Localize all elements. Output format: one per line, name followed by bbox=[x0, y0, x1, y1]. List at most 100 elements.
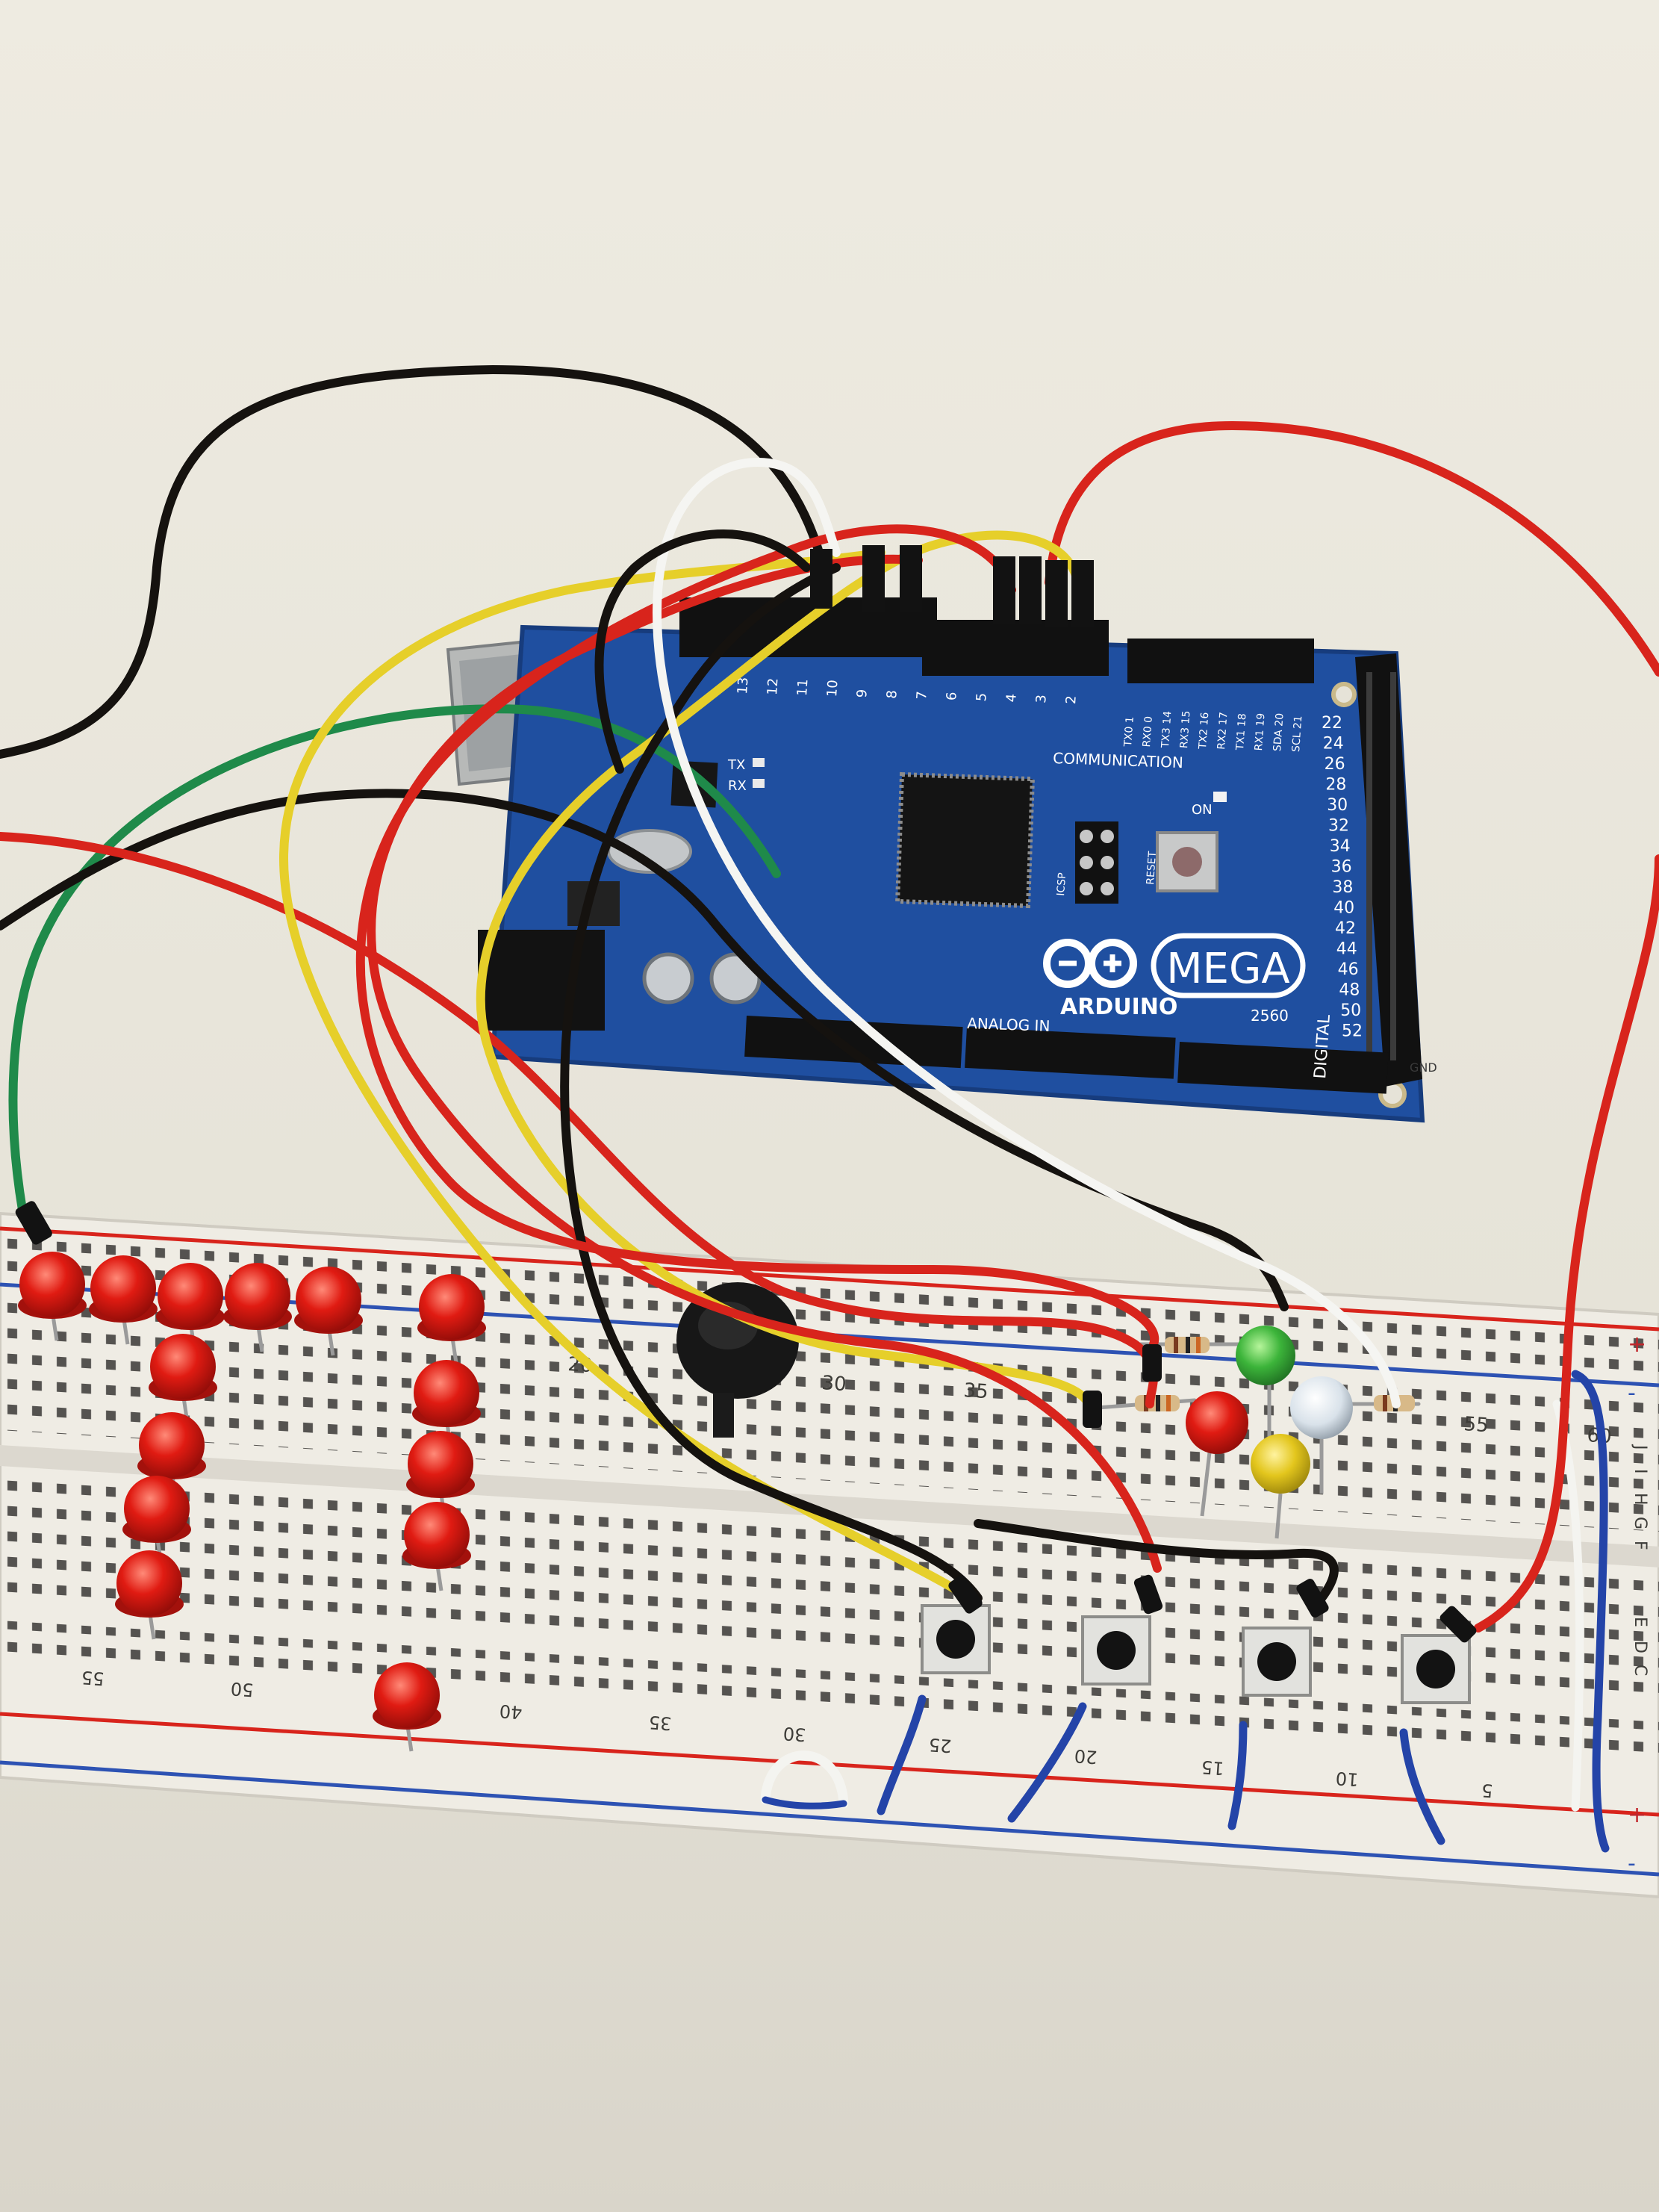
power-header bbox=[744, 1015, 963, 1069]
push-button-1[interactable] bbox=[921, 1604, 991, 1674]
push-button-3[interactable] bbox=[1242, 1627, 1312, 1697]
bottom-plus-label: + bbox=[1628, 1802, 1646, 1828]
on-label: ON bbox=[1192, 802, 1213, 818]
arduino-brand-label: ARDUINO bbox=[1060, 994, 1177, 1020]
wire-green bbox=[8, 704, 781, 1214]
upper-terminal-holes bbox=[0, 1299, 1659, 1532]
breadboard-column-number: 50 bbox=[230, 1678, 254, 1700]
digital-pin-label: 52 bbox=[1342, 1022, 1363, 1041]
push-button-2[interactable] bbox=[1081, 1615, 1151, 1686]
digital-pin-label: 36 bbox=[1331, 858, 1352, 877]
red-led bbox=[149, 1334, 217, 1423]
breadboard-row-letter: E bbox=[1631, 1617, 1649, 1627]
breadboard-row-letter: F bbox=[1631, 1541, 1649, 1550]
breadboard-row-letter: G bbox=[1631, 1517, 1649, 1529]
red-led bbox=[18, 1252, 87, 1341]
breadboard-row-letter: H bbox=[1631, 1493, 1649, 1506]
power-led bbox=[1213, 792, 1227, 802]
digital-pin-label: 40 bbox=[1333, 899, 1354, 918]
analog-in-label: ANALOG IN bbox=[967, 1014, 1051, 1035]
push-button-4[interactable] bbox=[1401, 1634, 1471, 1704]
digital-header-low bbox=[922, 620, 1109, 676]
microcontroller-chip bbox=[894, 771, 1036, 909]
pwm-pin-label: 3 bbox=[1033, 694, 1050, 703]
mounting-hole bbox=[1331, 682, 1357, 707]
breadboard-column-number: 55 bbox=[1463, 1413, 1490, 1437]
led-yellow bbox=[1251, 1434, 1310, 1494]
wire-yellow-left bbox=[278, 548, 975, 1603]
reset-button-cap[interactable] bbox=[1172, 847, 1202, 877]
led-white bbox=[1290, 1376, 1353, 1439]
breadboard-column-number: 20 bbox=[1074, 1745, 1098, 1768]
communication-pin-label: RX1 19 bbox=[1253, 712, 1267, 751]
mega-logo-frame bbox=[1151, 933, 1306, 998]
communication-header bbox=[1127, 639, 1314, 683]
digital-pin-label: 44 bbox=[1336, 940, 1357, 959]
top-minus-label: - bbox=[1628, 1380, 1636, 1406]
digital-pin-label: 32 bbox=[1328, 817, 1349, 836]
red-led bbox=[417, 1274, 486, 1364]
red-led bbox=[122, 1476, 191, 1565]
communication-pin-label: TX0 1 bbox=[1122, 716, 1136, 748]
arduino-logo-icon bbox=[1043, 939, 1137, 988]
red-led bbox=[89, 1255, 158, 1345]
digital-pin-label: 34 bbox=[1330, 837, 1351, 856]
breadboard-wire-ends bbox=[15, 1201, 1477, 1643]
pwm-pin-label: 6 bbox=[944, 692, 960, 701]
digital-pin-label: 42 bbox=[1335, 919, 1356, 938]
analog-header-2 bbox=[1177, 1042, 1389, 1094]
digital-pin-label: 28 bbox=[1325, 776, 1346, 795]
red-led-array bbox=[18, 1252, 486, 1752]
pwm-pin-label: 9 bbox=[854, 689, 871, 698]
red-led bbox=[402, 1502, 471, 1591]
pwm-pin-label: 11 bbox=[794, 678, 812, 696]
communication-pin-label: RX0 0 bbox=[1141, 715, 1155, 748]
analog-header-1 bbox=[965, 1027, 1176, 1079]
digital-pin-label: 22 bbox=[1322, 714, 1342, 733]
red-led bbox=[406, 1431, 475, 1520]
breadboard-row-letter: I bbox=[1631, 1469, 1649, 1474]
breadboard-column-number: 10 bbox=[1335, 1768, 1359, 1790]
digital-pin-label: 26 bbox=[1325, 755, 1345, 774]
communication-pin-label: RX3 15 bbox=[1178, 710, 1192, 748]
wire-red-right bbox=[1474, 854, 1659, 1632]
digital-pin-label: 30 bbox=[1327, 796, 1348, 815]
pwm-pin-label: 12 bbox=[765, 677, 782, 695]
dc-power-jack bbox=[478, 930, 605, 1031]
communication-pin-label: SCL 21 bbox=[1290, 715, 1304, 753]
wire-white bbox=[652, 458, 1401, 1408]
breadboard-column-number: 40 bbox=[499, 1700, 523, 1723]
long-wires bbox=[0, 364, 1659, 1632]
breadboard-column-number: 35 bbox=[648, 1712, 672, 1734]
wire-black-short bbox=[594, 529, 811, 774]
wire-yellow-right bbox=[476, 530, 1095, 1412]
wire-red-left bbox=[0, 832, 1158, 1408]
model-number-label: 2560 bbox=[1251, 1007, 1289, 1025]
status-leds bbox=[1186, 1326, 1353, 1539]
jumper-connector-ends bbox=[810, 545, 1094, 627]
pwm-pin-label: 10 bbox=[824, 680, 841, 698]
gnd-label: GND bbox=[1410, 1060, 1437, 1075]
red-led bbox=[373, 1662, 441, 1752]
red-led bbox=[294, 1267, 363, 1356]
communication-pin-label: TX3 14 bbox=[1160, 710, 1174, 748]
arduino-mega-board: ARDUINO MEGA 2560 COMMUNICATION ANALOG I… bbox=[446, 597, 1437, 1123]
digital-pin-label: 38 bbox=[1332, 878, 1353, 897]
digital-pin-label: 46 bbox=[1338, 960, 1359, 979]
digital-pin-label: 50 bbox=[1340, 1001, 1361, 1020]
push-buttons bbox=[921, 1604, 1471, 1704]
led-red-status bbox=[1186, 1391, 1248, 1454]
pwm-pin-label: 13 bbox=[735, 677, 752, 695]
breadboard-row-letter: J bbox=[1631, 1444, 1649, 1450]
pwm-pin-label: 8 bbox=[884, 689, 900, 699]
breadboard-column-number: 55 bbox=[81, 1667, 105, 1689]
bottom-negative-rail-line bbox=[0, 1760, 1659, 1877]
communication-pin-label: TX1 18 bbox=[1234, 713, 1248, 751]
pwm-pin-label: 2 bbox=[1063, 695, 1080, 705]
